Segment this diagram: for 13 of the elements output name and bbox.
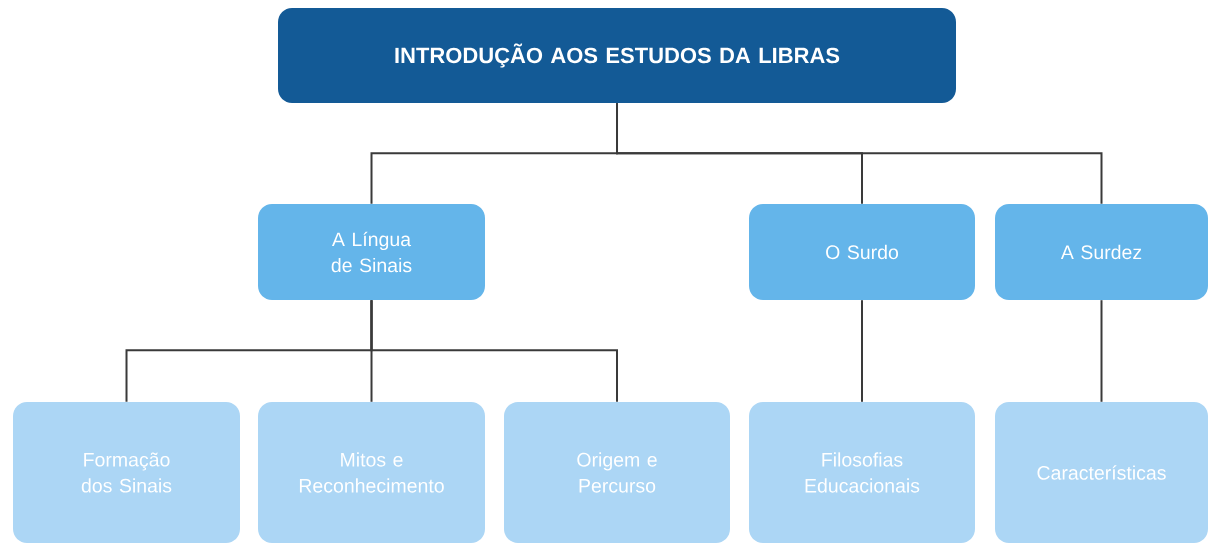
connector-line — [861, 299, 863, 403]
subtopic-box: Características — [995, 402, 1208, 543]
subtopic-box: Formação dos Sinais — [13, 402, 240, 543]
title-box: INTRODUÇÃO AOS ESTUDOS DA LIBRAS — [278, 8, 956, 103]
topic-box: A Língua de Sinais — [258, 204, 485, 300]
subtopic-box: Filosofias Educacionais — [749, 402, 975, 543]
connector-line — [616, 102, 1103, 205]
topic-box: O Surdo — [749, 204, 975, 300]
topic-box: A Surdez — [995, 204, 1208, 300]
connector-line — [370, 299, 618, 403]
subtopic-box: Origem e Percurso — [504, 402, 730, 543]
connector-line — [1100, 299, 1103, 403]
subtopic-box: Mitos e Reconhecimento — [258, 402, 485, 543]
